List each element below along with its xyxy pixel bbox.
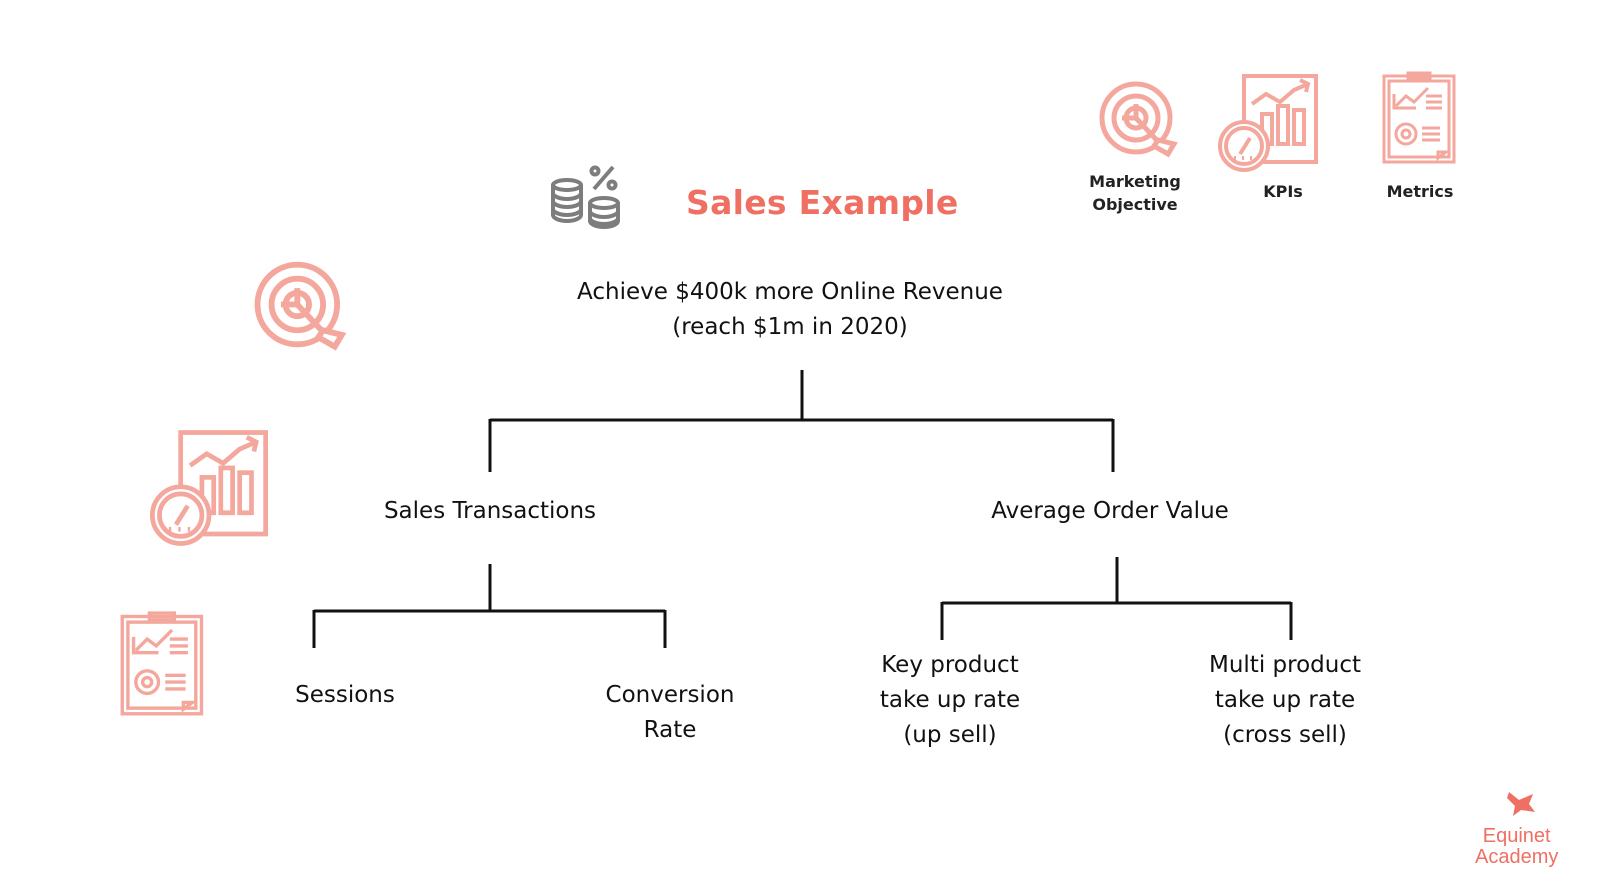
legend-label-metrics: Metrics: [1386, 182, 1454, 201]
coins-percent-icon: [551, 165, 620, 230]
page-title: Sales Example: [686, 183, 959, 222]
connector-root: [488, 370, 1115, 472]
connector-left: [312, 564, 667, 648]
objective-line-2: (reach $1m in 2020): [672, 314, 908, 340]
target-arrow-icon: [1099, 81, 1178, 158]
metric-node-multi-product-take-up: Multi product take up rate (cross sell): [1209, 652, 1361, 748]
kpi-node-average-order-value: Average Order Value: [991, 498, 1229, 524]
legend-label-objective: Marketing Objective: [1089, 172, 1181, 214]
equinet-academy-logo: Equinet Academy: [1475, 825, 1559, 868]
metric-node-sessions: Sessions: [295, 682, 395, 708]
kpi-node-sales-transactions: Sales Transactions: [383, 498, 597, 524]
chart-gauge-icon: [1218, 74, 1318, 172]
connector-right: [940, 557, 1293, 640]
clipboard-report-icon: [1382, 71, 1456, 164]
objective-line-1: Achieve $400k more Online Revenue: [577, 279, 1003, 305]
target-arrow-icon: [254, 261, 347, 351]
equinet-logo-icon: [1507, 792, 1535, 816]
metric-node-conversion-rate: Conversion Rate: [605, 682, 735, 743]
metric-node-key-product-take-up: Key product take up rate (up sell): [879, 652, 1021, 748]
legend-label-kpis: KPIs: [1263, 182, 1303, 201]
chart-gauge-icon: [150, 430, 268, 546]
objective-node: Achieve $400k more Online Revenue (reach…: [540, 275, 1040, 345]
clipboard-report-icon: [120, 611, 204, 716]
